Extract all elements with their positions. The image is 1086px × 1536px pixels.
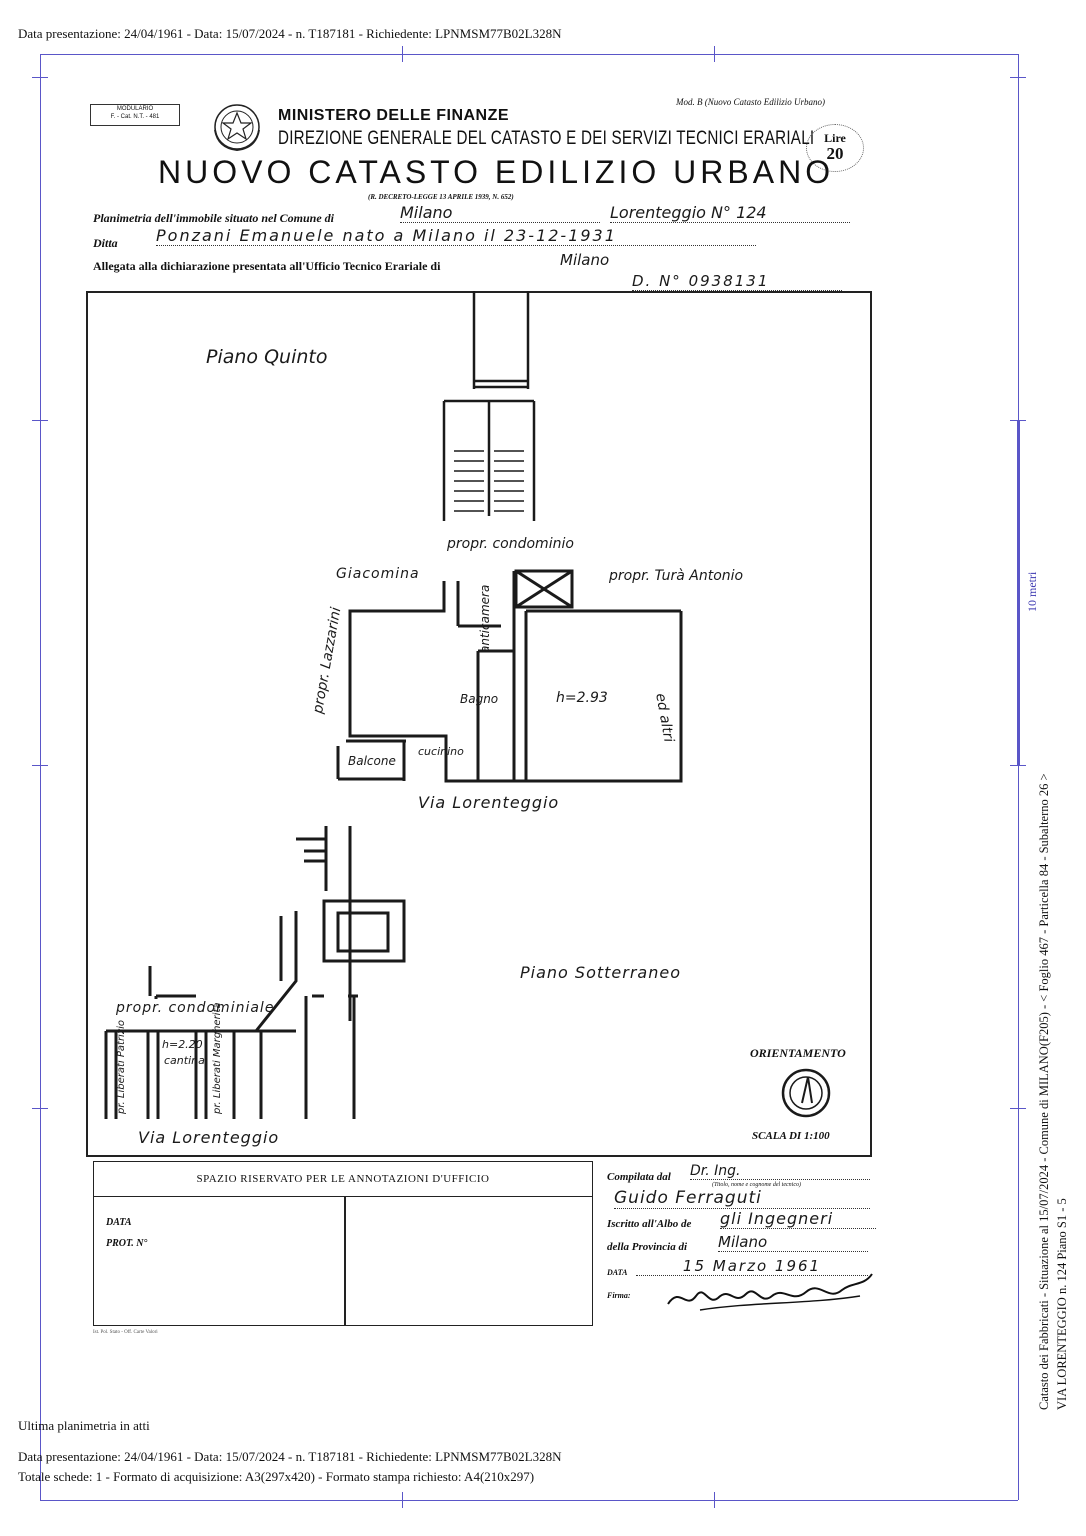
ditta-value: Ponzani Emanuele nato a Milano il 23-12-…	[156, 226, 756, 246]
label-cucinino: cucinino	[418, 745, 464, 758]
provincia-value: Milano	[718, 1233, 868, 1252]
data-label-2: DATA	[607, 1268, 628, 1277]
provincia-label: della Provincia di	[607, 1241, 688, 1253]
data-value: 15 Marzo 1961	[636, 1257, 868, 1276]
form-title: NUOVO CATASTO EDILIZIO URBANO	[158, 154, 835, 190]
compilata-label: Compilata dal	[607, 1171, 671, 1183]
footer-line-2: Totale schede: 1 - Formato di acquisizio…	[18, 1469, 535, 1484]
ufficio-value: Milano	[560, 251, 610, 269]
tecnico-name: Guido Ferraguti	[614, 1188, 870, 1209]
label-pr-liberati-patrizio: pr. Liberati Patrizio	[116, 1020, 127, 1114]
label-via-lorenteggio-2: Via Lorenteggio	[138, 1128, 280, 1147]
cadastre-line-2: VIA LORENTEGGIO n. 124 Piano S1 - 5	[1055, 1198, 1069, 1410]
office-data-label: DATA	[106, 1217, 132, 1228]
label-anticamera: anticamera	[478, 584, 492, 653]
via-value: Lorenteggio N° 124	[610, 203, 850, 223]
top-right-model: Mod. B (Nuovo Catasto Edilizio Urbano)	[676, 97, 825, 107]
label-propr-tura: propr. Turà Antonio	[609, 568, 744, 584]
titolo-note: (Titolo, nome e cognome del tecnico)	[712, 1182, 801, 1188]
planimetria-label: Planimetria dell'immobile situato nel Co…	[93, 211, 335, 225]
label-h-220: h=2.20	[162, 1038, 203, 1051]
label-orientamento: ORIENTAMENTO	[750, 1046, 846, 1060]
label-propr-condominiale: propr. condominiale	[116, 1000, 275, 1016]
cadastre-line-1: Catasto dei Fabbricati - Situazione al 1…	[1037, 773, 1051, 1410]
label-pr-liberati-margherita: pr. Liberati Margherita	[212, 1002, 223, 1114]
comune-value: Milano	[400, 203, 600, 223]
footer-line-1: Data presentazione: 24/04/1961 - Data: 1…	[18, 1449, 562, 1464]
label-propr-condominio: propr. condominio	[447, 536, 574, 552]
office-prot-label: PROT. N°	[106, 1238, 148, 1249]
scale-label: 10 metri	[1025, 571, 1039, 612]
albo-value: gli Ingegneri	[720, 1209, 876, 1229]
header-line: Data presentazione: 24/04/1961 - Data: 1…	[18, 26, 562, 41]
label-h-293: h=2.93	[556, 690, 608, 706]
compilata-value: Dr. Ing.	[690, 1163, 870, 1180]
office-box: SPAZIO RISERVATO PER LE ANNOTAZIONI D'UF…	[93, 1161, 593, 1326]
label-scala: SCALA DI 1:100	[752, 1130, 830, 1142]
label-balcone: Balcone	[348, 754, 396, 768]
iscritto-label: Iscritto all'Albo de	[607, 1218, 692, 1230]
label-piano-quinto: Piano Quinto	[206, 346, 328, 368]
decree-note: (R. DECRETO-LEGGE 13 APRILE 1939, N. 652…	[368, 193, 514, 201]
footer-ultima: Ultima planimetria in atti	[18, 1418, 150, 1433]
modulario-box: MODULARIO F. - Cat. N.T. - 481	[90, 104, 180, 126]
label-bagno: Bagno	[460, 692, 499, 706]
ministry-name: MINISTERO DELLE FINANZE	[278, 107, 510, 124]
ditta-label: Ditta	[93, 236, 118, 250]
firma-label: Firma:	[607, 1291, 631, 1300]
republic-emblem-icon	[214, 104, 260, 152]
label-cantina: cantina	[164, 1054, 205, 1067]
direction-name: DIREZIONE GENERALE DEL CATASTO E DEI SER…	[278, 128, 815, 149]
plan-frame	[86, 291, 872, 1157]
office-box-title: SPAZIO RISERVATO PER LE ANNOTAZIONI D'UF…	[94, 1162, 592, 1197]
lire-stamp: Lire 20	[806, 124, 864, 172]
numero-value: D. N° 0938131	[632, 272, 842, 291]
label-giacomina: Giacomina	[336, 566, 420, 582]
allegata-label: Allegata alla dichiarazione presentata a…	[93, 259, 441, 273]
label-via-lorenteggio-1: Via Lorenteggio	[418, 793, 560, 812]
label-piano-sotterraneo: Piano Sotterraneo	[520, 963, 681, 982]
floor-plan-drawing	[104, 291, 831, 1119]
signature-icon	[667, 1273, 873, 1311]
printer-note: Ist. Pol. Stato - Off. Carte Valori	[93, 1330, 158, 1335]
